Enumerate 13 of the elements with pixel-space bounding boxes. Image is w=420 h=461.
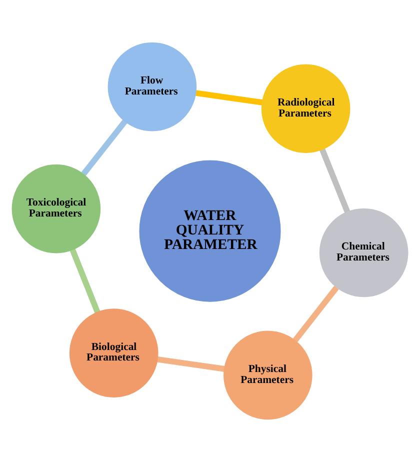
connector [320,148,350,212]
connector [81,119,128,176]
node-circle: Flow Parameters [108,42,197,131]
node-circle: Biological Parameters [69,308,158,397]
node-circle: Physical Parameters [224,330,312,420]
node-circle: Chemical Parameters [319,208,408,297]
connector [196,90,263,105]
node-circle: Toxicological Parameters [12,164,101,253]
node-circle: Radiological Parameters [261,64,350,153]
connector [70,248,100,313]
connector [292,285,339,342]
node-circle: WATER QUALITY PARAMETER [139,160,281,302]
connector [157,356,225,372]
